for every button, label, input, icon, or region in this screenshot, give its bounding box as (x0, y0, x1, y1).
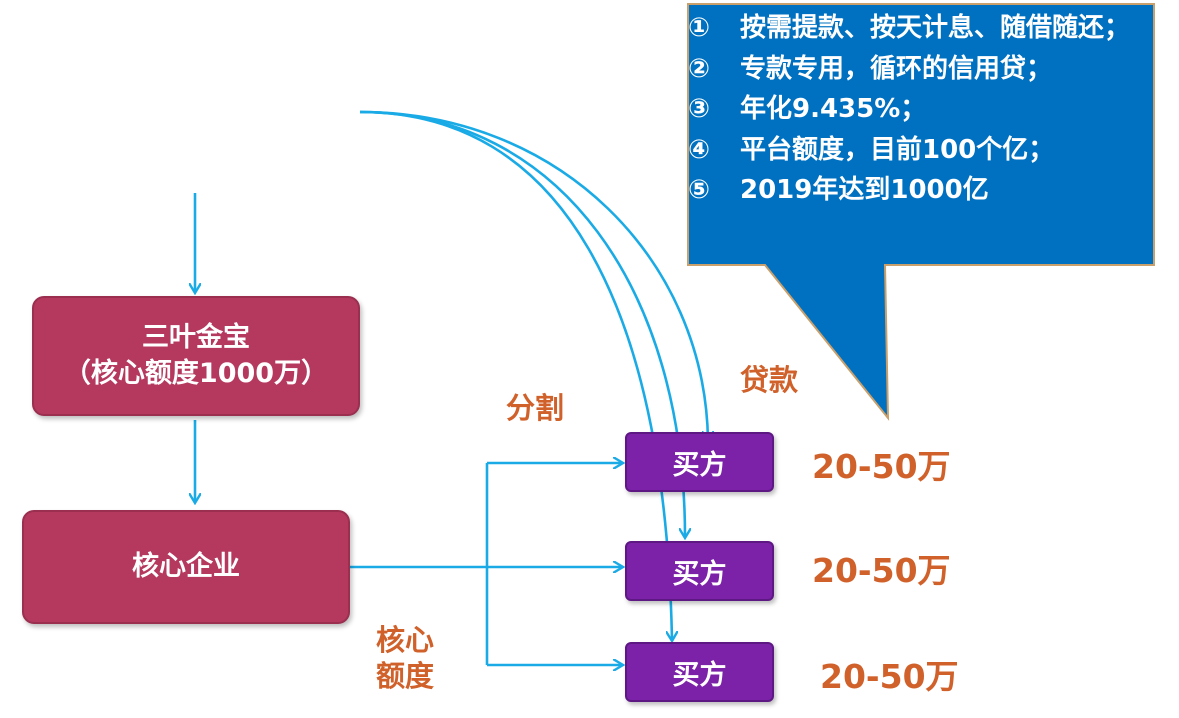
callout-item-1: ① 按需提款、按天计息、随借随还； (688, 8, 1158, 49)
callout-text-5: 2019年达到1000亿 (740, 175, 989, 205)
buyer-node-3: 买方 (625, 642, 774, 702)
callout-text-2: 专款专用，循环的信用贷； (740, 53, 1053, 84)
core-enterprise-node: 核心企业 (22, 510, 350, 624)
sanye-jinbao-node: 三叶金宝 （核心额度1000万） (32, 296, 360, 416)
buyer-label-2: 买方 (672, 558, 727, 590)
loan-curve-to-buyer-1 (359, 110, 708, 440)
loan-curve-to-buyer-3 (359, 110, 672, 640)
core-quota-label: 核心额度 (376, 623, 435, 694)
buyer-amount-1: 20-50万 (812, 447, 951, 486)
buyer-amount-3: 20-50万 (820, 657, 959, 696)
callout-item-5: ⑤ 2019年达到1000亿 (688, 170, 1158, 211)
callout-text-1: 按需提款、按天计息、随借随还； (740, 13, 1131, 43)
callout-marker-4: ④ (688, 134, 711, 165)
loan-label: 贷款 (740, 363, 799, 397)
sanye-quota: （核心额度1000万） (63, 358, 329, 389)
split-label: 分割 (506, 391, 565, 425)
buyer-node-2: 买方 (625, 541, 774, 601)
callout-marker-3: ③ (688, 94, 711, 124)
callout-marker-5: ⑤ (688, 175, 711, 205)
buyer-label-1: 买方 (672, 449, 727, 481)
buyer-label-3: 买方 (672, 659, 727, 691)
buyer-amount-2: 20-50万 (812, 551, 951, 590)
callout-list: ① 按需提款、按天计息、随借随还； ② 专款专用，循环的信用贷； ③ 年化9.4… (688, 8, 1158, 211)
callout-text-4: 平台额度，目前100个亿； (740, 134, 1055, 165)
callout-item-3: ③ 年化9.435%； (688, 89, 1158, 130)
callout-item-4: ④ 平台额度，目前100个亿； (688, 130, 1158, 171)
callout-item-2: ② 专款专用，循环的信用贷； (688, 49, 1158, 90)
callout-marker-2: ② (688, 53, 711, 84)
sanye-title: 三叶金宝 (142, 321, 250, 353)
core-enterprise-label: 核心企业 (132, 550, 240, 582)
callout-text-3: 年化9.435%； (740, 94, 927, 124)
buyer-node-1: 买方 (625, 432, 774, 492)
callout-marker-1: ① (688, 13, 711, 43)
